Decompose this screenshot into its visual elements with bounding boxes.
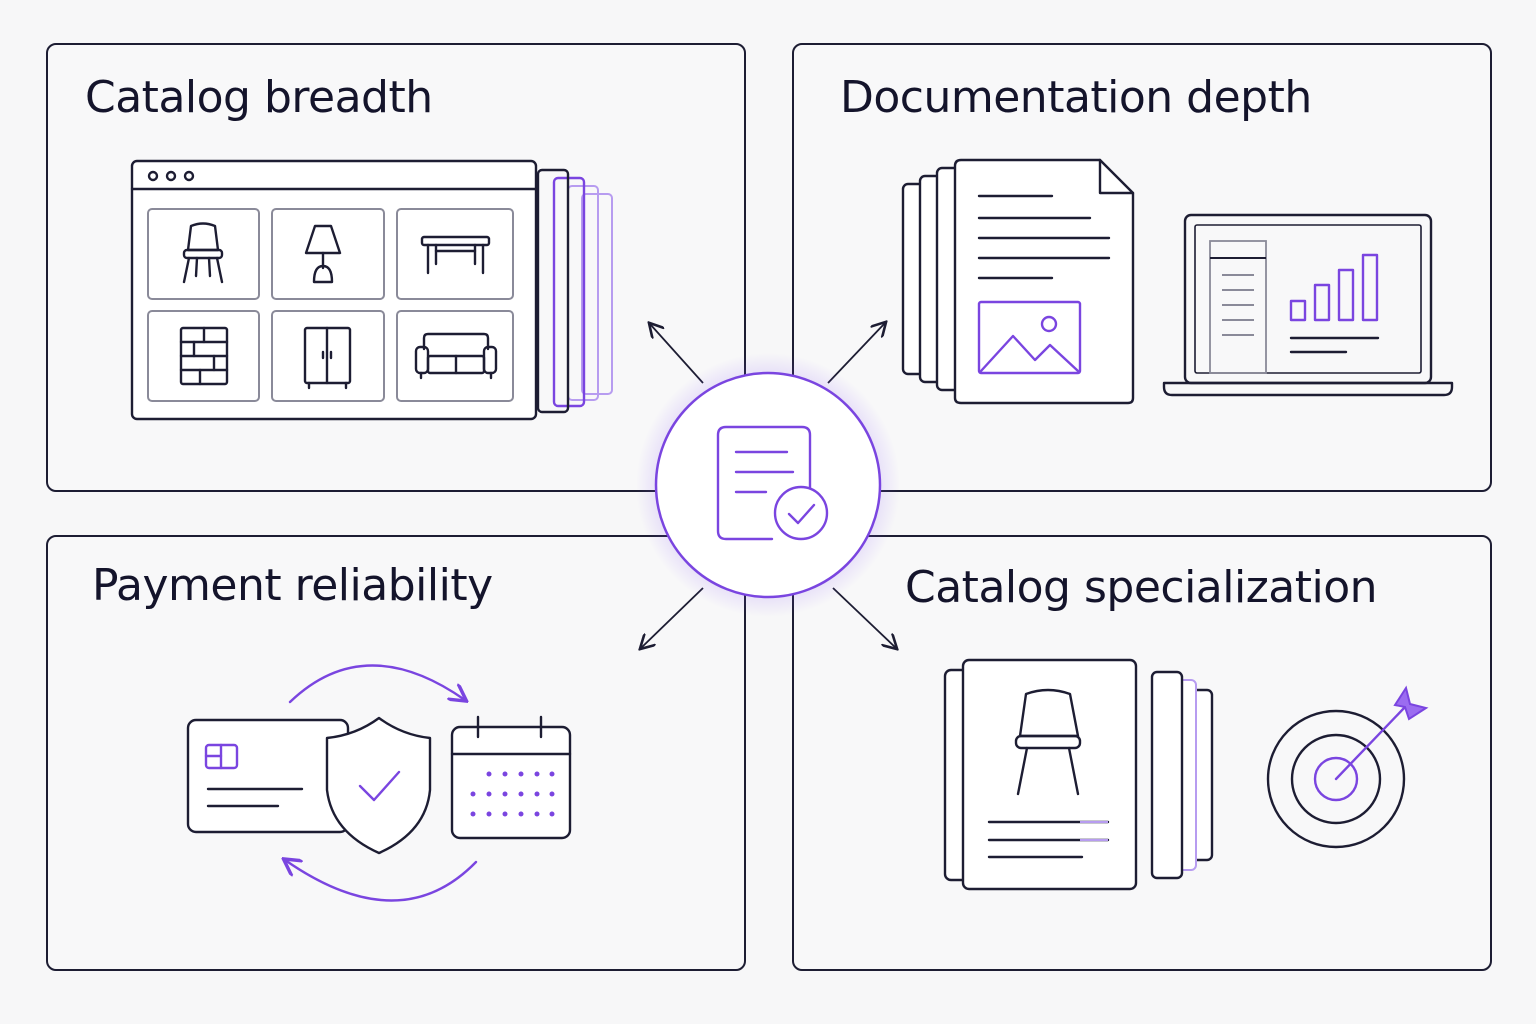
document-check-icon	[716, 425, 829, 541]
target-icon	[1266, 685, 1429, 849]
image-icon	[977, 300, 1082, 375]
table-icon	[420, 235, 491, 275]
title-payment-reliability: Payment reliability	[92, 560, 493, 611]
center-hub	[654, 371, 882, 599]
chair-icon	[182, 222, 224, 284]
title-documentation-depth: Documentation depth	[840, 72, 1312, 123]
document-stack-icon	[901, 158, 1135, 405]
credit-card-icon	[186, 718, 350, 834]
browser-window-icon	[130, 159, 613, 421]
lamp-icon	[304, 224, 342, 284]
title-catalog-breadth: Catalog breadth	[85, 72, 433, 123]
sofa-icon	[414, 332, 498, 380]
cycle-arrows-icon	[285, 664, 478, 902]
calendar-icon	[450, 715, 572, 840]
shelf-icon	[179, 326, 229, 386]
product-card-stack-icon	[943, 658, 1214, 891]
wardrobe-icon	[303, 326, 352, 390]
chair-icon	[1014, 688, 1082, 796]
laptop-icon	[1162, 213, 1454, 397]
title-catalog-specialization: Catalog specialization	[905, 562, 1378, 613]
shield-check-icon	[325, 716, 432, 855]
bar-chart-icon	[1289, 253, 1380, 354]
panel-catalog-specialization	[792, 535, 1492, 971]
